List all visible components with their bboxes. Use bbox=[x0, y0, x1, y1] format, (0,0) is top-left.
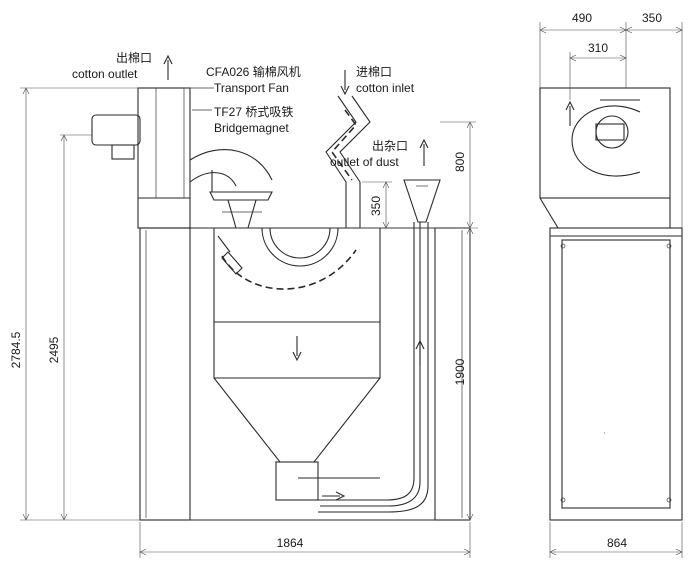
label-arrows bbox=[163, 54, 429, 166]
text-labels: 出棉口 cotton outlet CFA026 输棉风机 Transport … bbox=[72, 51, 415, 169]
dim-side-top-left: 490 bbox=[572, 11, 592, 25]
side-view bbox=[539, 22, 683, 558]
cotton-outlet-cn: 出棉口 bbox=[116, 51, 152, 65]
side-frame bbox=[549, 227, 683, 521]
dust-outlet-cn: 出杂口 bbox=[372, 139, 408, 153]
cotton-inlet-cn: 进棉口 bbox=[356, 65, 392, 79]
dust-pipe-outer bbox=[318, 222, 429, 513]
bottom-outlet bbox=[275, 461, 319, 501]
connector-hopper bbox=[227, 199, 257, 229]
magnet-label-cn: TF27 桥式吸铁 bbox=[214, 105, 293, 119]
dust-pipe-inner bbox=[318, 222, 415, 501]
magnet-screen bbox=[221, 249, 357, 290]
left-leg bbox=[139, 227, 191, 521]
fan-duct-outer bbox=[189, 149, 273, 181]
dust-hopper bbox=[403, 179, 441, 223]
magnet-label-en: Bridgemagnet bbox=[214, 121, 289, 135]
dim-overall-height: 2784.5 bbox=[9, 331, 23, 368]
main-chamber bbox=[213, 228, 381, 379]
front-dimensions bbox=[20, 87, 478, 558]
side-fan-scroll bbox=[571, 105, 641, 177]
side-panel bbox=[561, 239, 671, 509]
inlet-duct-right bbox=[339, 95, 371, 228]
fan-label-cn: CFA026 输棉风机 bbox=[206, 64, 301, 79]
side-fan-housing bbox=[539, 87, 671, 199]
magnet-arc bbox=[261, 227, 339, 267]
fan-label-en: Transport Fan bbox=[214, 81, 289, 95]
motor-base bbox=[111, 144, 135, 160]
dim-front-width: 1864 bbox=[277, 536, 304, 550]
cone-hopper bbox=[213, 377, 381, 463]
dust-outlet-en: outlet of dust bbox=[330, 155, 399, 169]
outlet-chute bbox=[137, 87, 191, 229]
fan-motor bbox=[91, 114, 141, 146]
magnet-flap bbox=[221, 251, 243, 275]
dimension-labels: 2784.5 2495 1864 864 800 350 1900 490 35… bbox=[9, 11, 662, 550]
cotton-inlet-en: cotton inlet bbox=[356, 81, 415, 95]
dim-chamber-height: 1900 bbox=[453, 358, 467, 385]
dim-connector-height: 350 bbox=[369, 196, 383, 216]
inlet-duct-left bbox=[325, 95, 357, 228]
dim-side-fan-offset: 310 bbox=[588, 41, 608, 55]
dim-body-height: 2495 bbox=[47, 336, 61, 363]
side-fan-hub bbox=[595, 115, 629, 149]
front-view bbox=[91, 87, 471, 521]
dim-side-width: 864 bbox=[607, 536, 627, 550]
dim-upper-height: 800 bbox=[453, 152, 467, 172]
cotton-outlet-en: cotton outlet bbox=[72, 67, 138, 81]
dim-side-top-right: 350 bbox=[642, 11, 662, 25]
